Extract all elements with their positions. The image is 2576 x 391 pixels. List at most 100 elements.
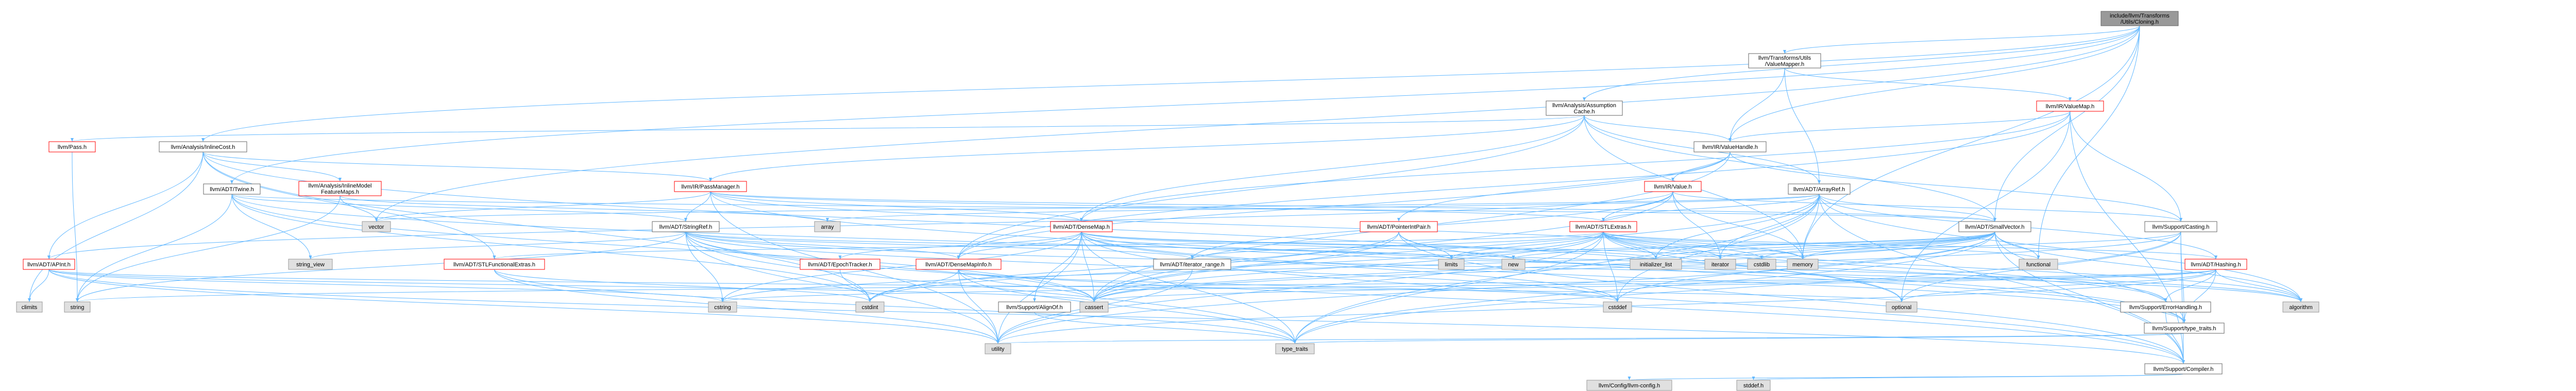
node-memory: memory	[1787, 259, 1819, 270]
edge-arrayRef-to-initList	[1654, 194, 1820, 260]
node-box-cstdlib	[1747, 259, 1776, 270]
node-label-functional: functional	[2026, 262, 2050, 268]
node-box-epochTracker	[800, 259, 880, 270]
node-stringRef[interactable]: llvm/ADT/StringRef.h	[652, 221, 720, 232]
node-label-limits: limits	[1445, 262, 1458, 268]
edge-twine-to-string	[76, 194, 232, 302]
node-label-typeTraitsStd: type_traits	[1282, 346, 1308, 352]
edge-pass-to-string	[72, 151, 79, 302]
edge-assumpCache-to-denseMapInfo	[957, 115, 1585, 260]
node-box-errHandling	[2120, 301, 2211, 313]
node-cassert: cassert	[1079, 301, 1109, 313]
node-stlFunc[interactable]: llvm/ADT/STLFunctionalExtras.h	[444, 259, 545, 270]
node-stlExtras[interactable]: llvm/ADT/STLExtras.h	[1569, 221, 1637, 232]
node-label-inlineModel: llvm/Analysis/InlineModel	[309, 183, 372, 189]
node-casting[interactable]: llvm/Support/Casting.h	[2144, 221, 2217, 232]
edge-passManager-to-stringRef	[684, 191, 711, 222]
edge-hashing-to-cstring	[721, 269, 2216, 302]
node-label-inlineModel: FeatureMaps.h	[321, 189, 359, 195]
edge-denseMap-to-epochTracker	[838, 231, 1082, 260]
edge-stlExtras-to-cstdint	[868, 231, 1604, 302]
edge-casting-to-memory	[1801, 231, 2181, 260]
edge-smallVector-to-cstring	[721, 231, 1995, 302]
edge-alignOf-to-typeTraitsStd	[1034, 312, 1297, 344]
edge-stringRef-to-string	[76, 231, 686, 302]
node-algorithm: algorithm	[2282, 301, 2319, 313]
edge-denseMap-to-compiler	[1081, 231, 2185, 364]
node-arrayRef[interactable]: llvm/ADT/ArrayRef.h	[1788, 183, 1851, 195]
edge-stringRef-to-compiler	[685, 231, 2185, 364]
edge-inlineModel-to-string	[76, 195, 341, 302]
node-irValueMap[interactable]: llvm/IR/ValueMap.h	[2036, 100, 2104, 112]
edge-arrayRef-to-memory	[1801, 194, 1820, 260]
edge-stringRef-to-utility	[685, 231, 999, 344]
edge-irValueMap-to-denseMap	[1080, 111, 2071, 222]
node-label-alignOf: llvm/Support/AlignOf.h	[1006, 304, 1062, 311]
node-box-cstring	[708, 301, 737, 313]
node-pass[interactable]: llvm/Pass.h	[48, 141, 96, 152]
node-hashing[interactable]: llvm/ADT/Hashing.h	[2184, 259, 2247, 270]
node-label-string: string	[71, 304, 84, 311]
node-box-llvmConfig	[1586, 380, 1672, 391]
node-label-assumpCache: llvm/Analysis/Assumption	[1552, 103, 1616, 109]
node-box-apint	[23, 259, 75, 270]
edge-casting-to-compiler	[2180, 231, 2185, 364]
node-box-vector	[362, 221, 391, 232]
node-valueHandle[interactable]: llvm/IR/ValueHandle.h	[1693, 141, 1767, 152]
edge-smallVector-to-cassert	[1092, 231, 1995, 302]
node-box-denseMap	[1050, 221, 1113, 232]
edge-passManager-to-stlExtras	[710, 191, 1605, 222]
node-denseMapInfo[interactable]: llvm/ADT/DenseMapInfo.h	[916, 259, 1002, 270]
edge-epochTracker-to-cstdint	[840, 269, 872, 302]
node-apint[interactable]: llvm/ADT/APInt.h	[23, 259, 75, 270]
node-compiler[interactable]: llvm/Support/Compiler.h	[2144, 363, 2223, 375]
edge-valueHandle-to-casting	[1730, 151, 2182, 222]
node-passManager[interactable]: llvm/IR/PassManager.h	[674, 181, 747, 192]
edge-inlineModel-to-vector	[340, 195, 378, 222]
node-errHandling[interactable]: llvm/Support/ErrorHandling.h	[2120, 301, 2211, 313]
node-epochTracker[interactable]: llvm/ADT/EpochTracker.h	[800, 259, 880, 270]
edge-denseMap-to-typeTraits	[1081, 231, 2186, 324]
node-inlineCost[interactable]: llvm/Analysis/InlineCost.h	[159, 141, 247, 152]
node-denseMap[interactable]: llvm/ADT/DenseMap.h	[1050, 221, 1113, 232]
node-box-stddef	[1736, 380, 1771, 391]
node-ptrIntPair[interactable]: llvm/ADT/PointerIntPair.h	[1360, 221, 1438, 232]
node-label-transVM: llvm/Transforms/Utils	[1758, 55, 1811, 61]
node-transVM[interactable]: llvm/Transforms/Utils/ValueMapper.h	[1748, 53, 1821, 69]
edge-stringRef-to-iterRange	[685, 231, 1194, 260]
edge-hashing-to-typeTraits	[2182, 269, 2216, 324]
node-iterator: iterator	[1704, 259, 1736, 270]
node-box-climits	[16, 301, 43, 313]
edge-hashing-to-string	[76, 269, 2216, 302]
edge-arrayRef-to-iterator	[1719, 194, 1820, 260]
edge-inlineCost-to-passManager	[202, 151, 712, 182]
node-label-typeTraits: llvm/Support/type_traits.h	[2152, 326, 2216, 332]
node-box-limits	[1438, 259, 1465, 270]
node-iterRange[interactable]: llvm/ADT/iterator_range.h	[1153, 259, 1231, 270]
edge-irValue-to-casting	[1672, 191, 2182, 222]
node-cstdlib: cstdlib	[1747, 259, 1776, 270]
node-label-vector: vector	[369, 224, 384, 230]
node-irValue[interactable]: llvm/IR/Value.h	[1644, 181, 1702, 192]
edge-smallVector-to-utility	[996, 231, 1995, 344]
node-alignOf[interactable]: llvm/Support/AlignOf.h	[998, 301, 1071, 313]
node-box-functional	[2019, 259, 2058, 270]
node-label-valueHandle: llvm/IR/ValueHandle.h	[1702, 144, 1758, 150]
edge-valueHandle-to-ptrIntPair	[1397, 151, 1731, 222]
node-twine[interactable]: llvm/ADT/Twine.h	[203, 183, 261, 195]
edge-root-to-assumpCache	[1583, 25, 2140, 101]
edge-hashing-to-optional	[1900, 269, 2216, 302]
edge-ptrIntPair-to-compiler	[1398, 231, 2185, 364]
node-root[interactable]: include/llvm/Transforms/Utils/Cloning.h	[2100, 11, 2179, 26]
edge-assumpCache-to-passManager	[709, 115, 1585, 182]
node-box-memory	[1787, 259, 1819, 270]
node-smallVector[interactable]: llvm/ADT/SmallVector.h	[1958, 221, 2031, 232]
edge-stlFunc-to-utility	[494, 269, 999, 344]
node-typeTraits[interactable]: llvm/Support/type_traits.h	[2144, 322, 2225, 334]
node-label-irValue: llvm/IR/Value.h	[1654, 184, 1691, 190]
node-label-stlFunc: llvm/ADT/STLFunctionalExtras.h	[453, 262, 535, 268]
edge-irValueMap-to-valueHandle	[1728, 111, 2071, 142]
